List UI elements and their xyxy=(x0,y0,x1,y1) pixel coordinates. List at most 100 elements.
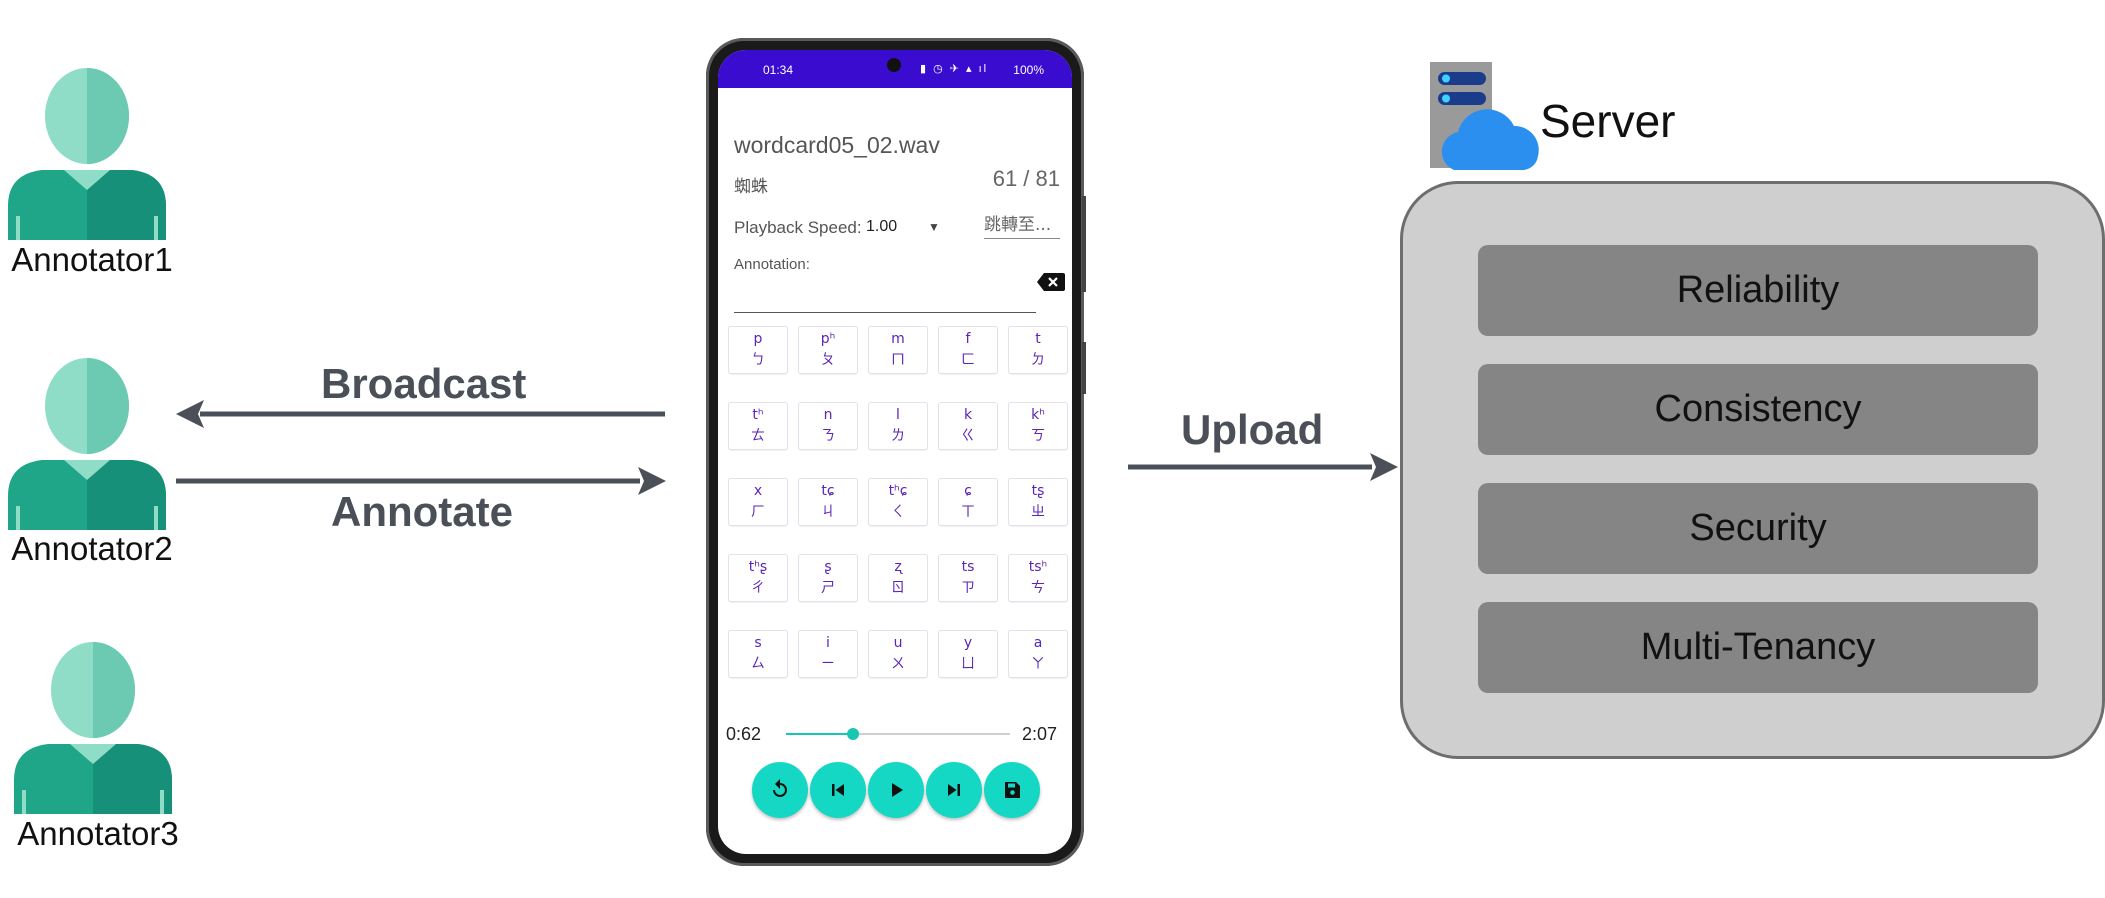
upload-arrow xyxy=(1128,453,1398,481)
key-ipa-label: tʰ xyxy=(752,407,764,423)
save-icon xyxy=(1005,782,1020,798)
key-ipa-label: tsʰ xyxy=(1028,559,1048,575)
next-button[interactable] xyxy=(926,762,982,818)
person-icon xyxy=(14,642,172,814)
item-counter: 61 / 81 xyxy=(992,166,1060,191)
key-ipa-label: kʰ xyxy=(1031,407,1045,423)
feature-reliability: Reliability xyxy=(1478,245,2038,336)
skip-next-icon xyxy=(948,784,960,796)
key-ipa-label: i xyxy=(826,635,830,651)
key-ipa-label: f xyxy=(965,331,971,347)
key-ipa-label: p xyxy=(753,331,763,347)
side-button xyxy=(1082,196,1086,292)
replay-button[interactable] xyxy=(752,762,808,818)
annotation-input[interactable] xyxy=(734,286,1036,313)
key-zhuyin-label: ㄔ xyxy=(751,580,765,596)
playback-speed-select[interactable]: 1.00 xyxy=(866,218,898,235)
save-button[interactable] xyxy=(984,762,1040,818)
key-zhuyin-label: ㄑ xyxy=(891,504,905,520)
play-button[interactable] xyxy=(868,762,924,818)
annotator-name: Annotator3 xyxy=(17,815,179,852)
smartphone: 01:34 ▮ ◷ ✈ ▴ ıl 100% wordcard05_02.wav … xyxy=(706,38,1086,866)
key-ipa-label: x xyxy=(753,483,763,499)
key-zhuyin-label: ㄈ xyxy=(961,352,975,368)
key-ipa-label: a xyxy=(1033,635,1043,651)
key-zhuyin-label: ㄒ xyxy=(961,504,975,520)
dropdown-caret-icon[interactable]: ▼ xyxy=(928,220,940,234)
phoneme-key[interactable]: tʂ ㄓ xyxy=(1008,478,1068,526)
status-icons: ▮ ◷ ✈ ▴ ıl xyxy=(920,63,989,75)
key-zhuyin-label: ㄎ xyxy=(1031,428,1045,444)
key-ipa-label: n xyxy=(823,407,833,423)
key-ipa-label: tʰɕ xyxy=(888,483,908,499)
key-zhuyin-label: ㄍ xyxy=(961,428,975,444)
person-icon xyxy=(8,358,166,530)
annotator-3: Annotator3 xyxy=(8,640,198,860)
skip-previous-icon xyxy=(832,784,844,796)
server-title: Server xyxy=(1540,95,1676,147)
status-bar: 01:34 ▮ ◷ ✈ ▴ ıl 100% xyxy=(718,50,1072,88)
key-zhuyin-label: ㄌ xyxy=(891,428,905,444)
key-zhuyin-label: ㄨ xyxy=(891,656,905,672)
person-icon xyxy=(8,68,166,240)
seek-progress xyxy=(786,733,854,735)
key-zhuyin-label: ㄋ xyxy=(821,428,835,444)
previous-button[interactable] xyxy=(810,762,866,818)
backspace-icon[interactable] xyxy=(1036,270,1066,294)
jump-to-field[interactable]: 跳轉至... xyxy=(984,210,1060,239)
annotator-name: Annotator1 xyxy=(11,241,173,278)
server-cloud-icon xyxy=(1430,62,1539,170)
playback-speed-label: Playback Speed: xyxy=(734,218,862,237)
key-zhuyin-label: ㄩ xyxy=(961,656,975,672)
phoneme-key[interactable]: tʰɕ ㄑ xyxy=(868,478,928,526)
total-time: 2:07 xyxy=(1022,724,1058,744)
upload-label: Upload xyxy=(1181,406,1324,453)
status-time: 01:34 xyxy=(763,63,794,77)
key-zhuyin-label: ㄕ xyxy=(821,580,835,596)
broadcast-label: Broadcast xyxy=(321,360,527,407)
key-ipa-label: m xyxy=(891,331,905,347)
key-zhuyin-label: ㄗ xyxy=(961,580,975,596)
annotator-name: Annotator2 xyxy=(11,530,173,567)
key-zhuyin-label: ㄚ xyxy=(1031,656,1045,672)
key-zhuyin-label: ㄓ xyxy=(1031,504,1045,520)
key-ipa-label: u xyxy=(893,635,903,651)
annotate-label: Annotate xyxy=(331,488,513,535)
phoneme-key[interactable]: tsʰ ㄘ xyxy=(1008,554,1068,602)
key-zhuyin-label: ㄖ xyxy=(891,580,905,596)
word-label: 蜘蛛 xyxy=(734,177,768,197)
play-icon xyxy=(892,783,903,797)
seek-bar[interactable] xyxy=(786,728,1010,740)
key-zhuyin-label: ㄅ xyxy=(751,352,765,368)
key-ipa-label: tʂ xyxy=(1031,483,1045,499)
annotator-1: Annotator1 xyxy=(2,66,192,286)
phoneme-key[interactable]: kʰ ㄎ xyxy=(1008,402,1068,450)
feature-multi-tenancy: Multi-Tenancy xyxy=(1478,602,2038,693)
side-button xyxy=(1082,342,1086,394)
key-zhuyin-label: ㄘ xyxy=(1031,580,1045,596)
seek-thumb[interactable] xyxy=(847,728,860,740)
broadcast-arrow xyxy=(176,400,665,428)
